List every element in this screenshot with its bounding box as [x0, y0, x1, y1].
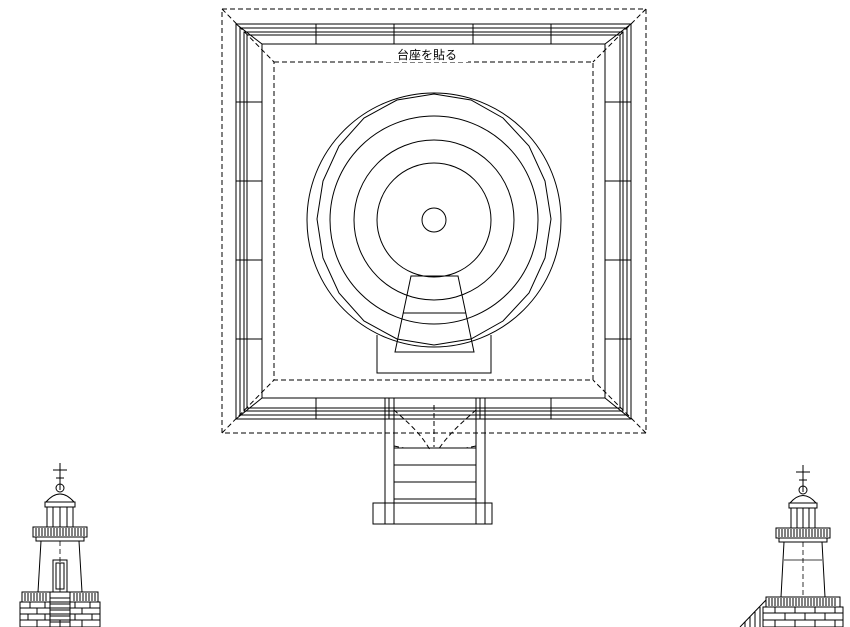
lantern-outer-polygon: [316, 93, 552, 346]
lantern-ring-2: [353, 139, 515, 301]
entrance-trapezoid: [394, 275, 475, 353]
entrance-base-block: [376, 335, 492, 374]
inner-dashed-square: [273, 61, 594, 381]
stair-landing: [372, 502, 493, 525]
platform-label: 台座を貼る: [397, 47, 457, 62]
outer-dashed-boundary: [221, 8, 647, 434]
lighthouse-elevation-right: [739, 465, 844, 627]
platform-plan: 台座を貼る: [221, 8, 647, 434]
lantern-ring-3: [376, 162, 492, 278]
lantern-ring-1: [329, 115, 539, 325]
deck-outer: [235, 23, 632, 420]
stair-frame: [384, 397, 486, 525]
lantern-plan: [306, 92, 562, 374]
lantern-outer-circle: [306, 92, 562, 348]
lighthouse-elevation-left: [19, 463, 101, 627]
stairs: [372, 397, 493, 525]
lantern-center: [421, 207, 447, 233]
